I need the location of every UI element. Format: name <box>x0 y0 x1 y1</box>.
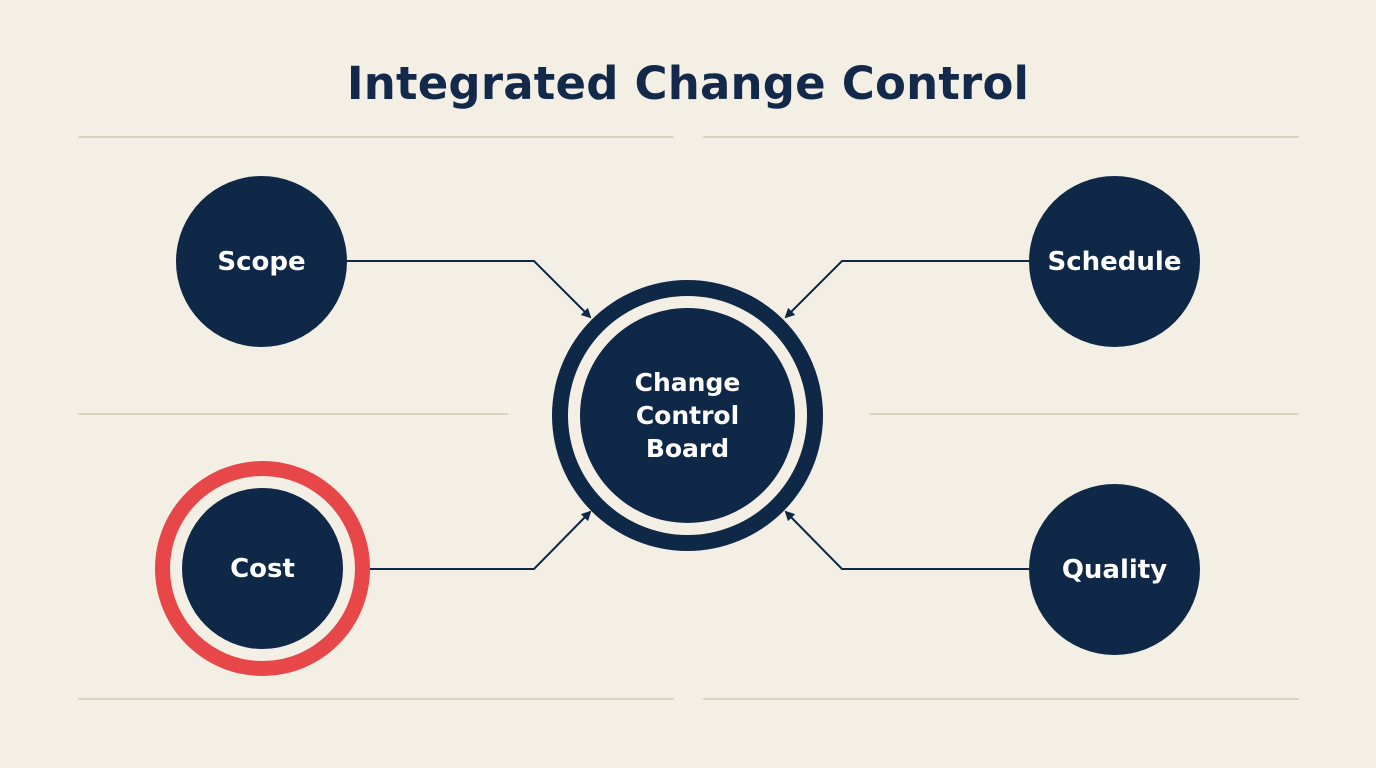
node-quality: Quality <box>1029 484 1200 655</box>
divider-middle-right <box>869 413 1299 415</box>
divider-top-right <box>703 136 1299 138</box>
node-cost-label: Cost <box>230 553 295 584</box>
node-schedule-label: Schedule <box>1047 246 1182 277</box>
node-change-control-board: Change Control Board <box>580 308 795 523</box>
divider-bottom-right <box>703 698 1299 700</box>
node-scope-label: Scope <box>217 246 306 277</box>
connector-quality-to-board <box>784 510 1029 570</box>
divider-middle-left <box>78 413 508 415</box>
page-title: Integrated Change Control <box>346 57 1030 110</box>
node-center-label-line3: Board <box>645 434 730 463</box>
node-center-label: Change Control Board <box>635 366 741 465</box>
node-center-label-line1: Change <box>634 368 741 397</box>
divider-top-left <box>78 136 674 138</box>
node-schedule: Schedule <box>1029 176 1200 347</box>
node-scope: Scope <box>176 176 347 347</box>
connector-cost-to-board <box>369 510 592 570</box>
node-quality-label: Quality <box>1061 554 1168 585</box>
connector-schedule-to-board <box>784 260 1029 319</box>
node-cost: Cost <box>182 488 343 649</box>
divider-bottom-left <box>78 698 674 700</box>
connector-scope-to-board <box>347 260 592 319</box>
node-center-label-line2: Control <box>635 401 740 430</box>
